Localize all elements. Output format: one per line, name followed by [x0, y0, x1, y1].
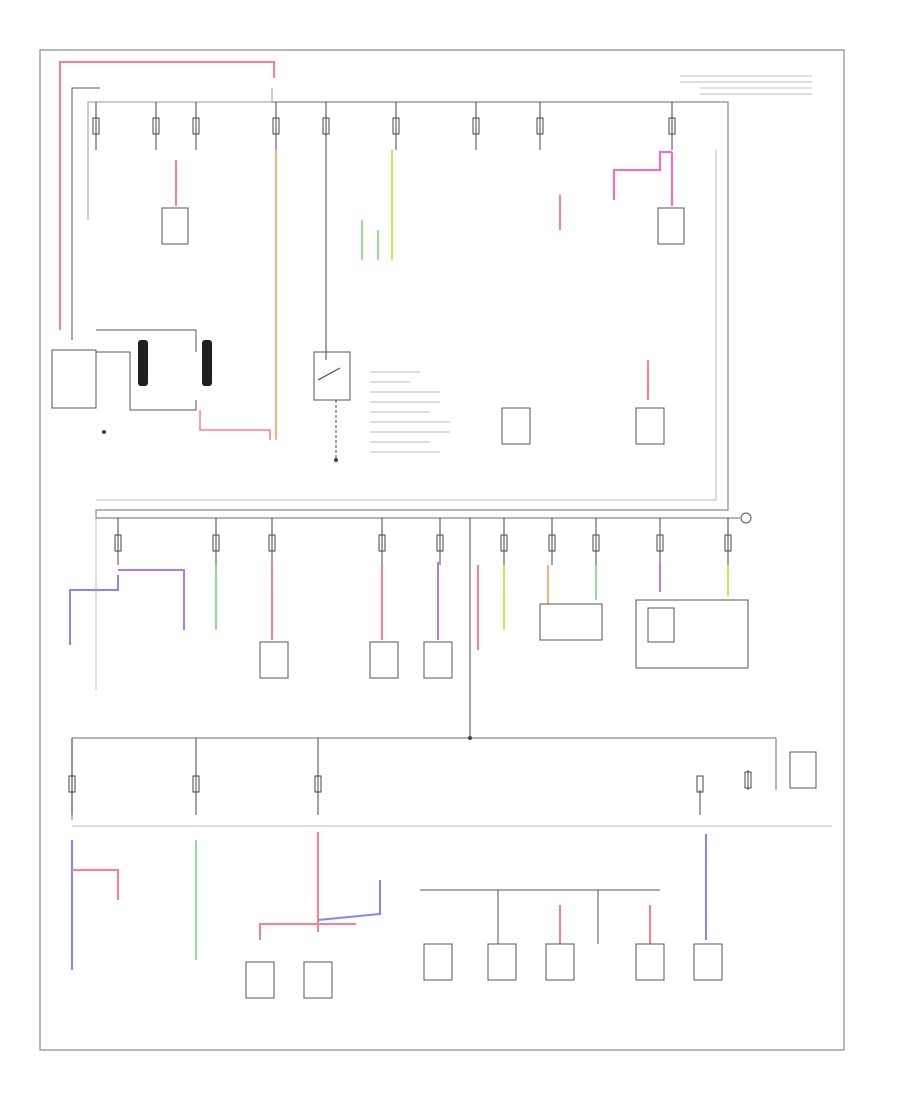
fuse-7	[472, 102, 480, 150]
fuse-5	[322, 102, 330, 150]
top-right-note	[680, 75, 812, 95]
component-1	[161, 207, 189, 245]
wire-blue-3	[317, 880, 381, 921]
fuse-box-lower	[71, 737, 832, 827]
fuse-2	[152, 102, 160, 150]
diagram-frame	[39, 49, 845, 1051]
lower-fuses	[68, 738, 752, 815]
wire-pink-1	[613, 151, 672, 200]
component-4	[635, 407, 665, 445]
fuse-box-top	[87, 88, 729, 520]
middle-components	[259, 599, 749, 679]
lower-components	[245, 889, 723, 999]
resistors	[96, 329, 271, 440]
battery-box	[51, 349, 97, 409]
middle-fuses	[114, 518, 732, 565]
fuse-box-middle	[95, 512, 752, 738]
top-fuses	[92, 102, 676, 150]
wire-purple-1	[118, 569, 185, 630]
fuse-8	[536, 102, 544, 150]
ground-points	[102, 430, 472, 740]
wire-red-9	[259, 923, 356, 940]
legend-list	[370, 371, 450, 453]
fuse-9	[668, 102, 676, 150]
fuse-1	[92, 102, 100, 150]
wire-red-7	[72, 869, 119, 900]
fuse-4	[272, 102, 280, 150]
fuse-3	[192, 102, 200, 150]
battery-feed-wire	[59, 61, 275, 330]
relay-switch	[313, 351, 351, 460]
component-2	[657, 207, 685, 245]
component-3	[501, 407, 531, 445]
fuse-6	[392, 102, 400, 150]
wire-blue-1	[69, 575, 119, 645]
battery-feed-wire-dark	[71, 87, 100, 340]
